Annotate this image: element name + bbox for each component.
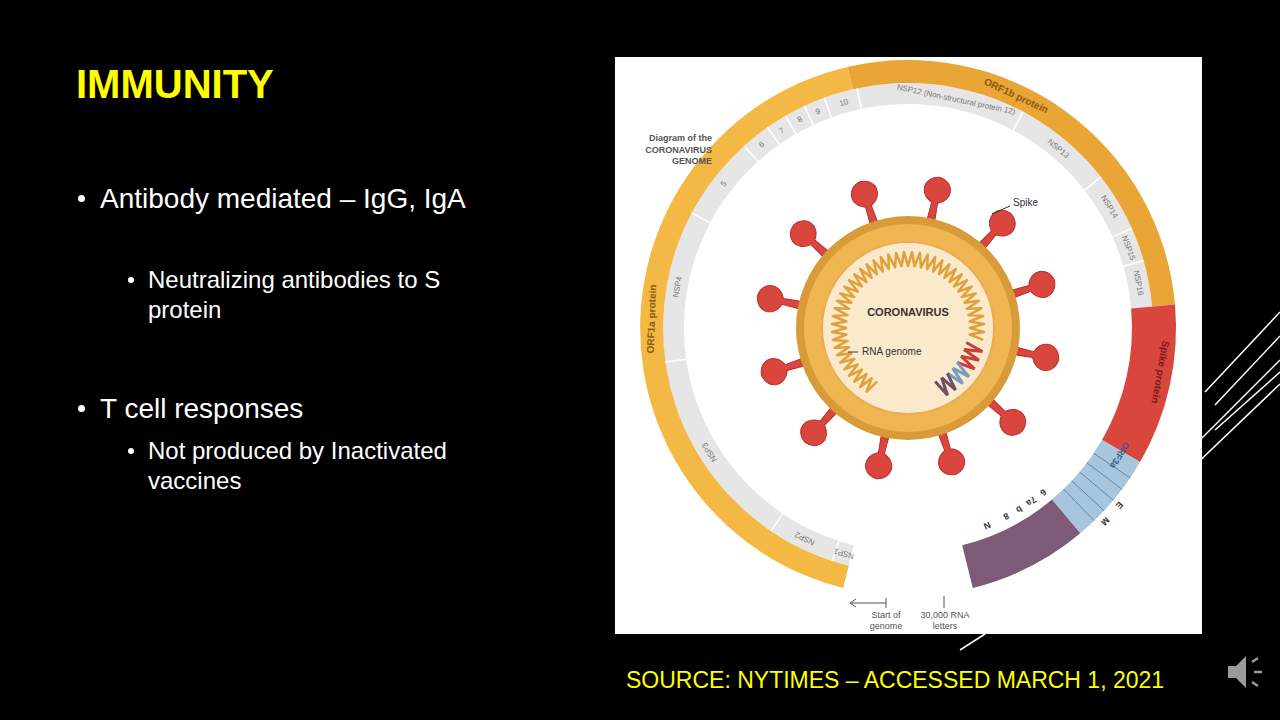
slide-title: IMMUNITY [76, 62, 274, 107]
n-band [962, 500, 1080, 588]
bullet-dot [128, 277, 134, 283]
bullet-text: T cell responses [100, 391, 495, 426]
rna-strand [832, 252, 984, 392]
node-label: CORONAVIRUS [867, 306, 949, 318]
rna-coil [935, 378, 947, 396]
segment-tick [824, 98, 831, 118]
segment-tick [857, 88, 861, 109]
bullet-dot [78, 405, 85, 412]
segment-tick [771, 514, 783, 531]
segment-tick [804, 106, 813, 125]
genome-end-label: 30,000 RNA letters [918, 610, 972, 632]
gene-tick [1080, 472, 1114, 500]
genome-start-label: Start of genome [858, 610, 914, 632]
virus-envelope [796, 216, 1020, 440]
rna-leader [848, 352, 858, 353]
spike-leader [992, 206, 1010, 214]
part-label: RNA genome [862, 346, 921, 357]
segment-tick [692, 213, 711, 223]
end-tick [944, 596, 945, 608]
figure-panel [615, 57, 1202, 634]
virus-membrane [804, 224, 1012, 432]
bullet-dot [128, 448, 134, 454]
part-label: Spike [1013, 197, 1038, 208]
segment-tick [786, 116, 797, 134]
virus-core: CORONAVIRUS [858, 298, 958, 326]
gene-tick [1064, 489, 1095, 521]
gene-tick [1072, 481, 1104, 511]
figure-heading: Diagram of the CORONAVIRUS GENOME [628, 133, 712, 168]
virus-core [822, 242, 994, 414]
decor-lines [960, 312, 1280, 650]
bullet-text: Antibody mediated – IgG, IgA [100, 181, 495, 216]
spike-band [1102, 305, 1176, 462]
segment-tick [1085, 177, 1102, 190]
bullet-dot [78, 195, 85, 202]
segment-tick [665, 359, 686, 362]
speaker-icon [1228, 656, 1262, 688]
sub-bullet-text: Not produced by Inactivated vaccines [148, 436, 493, 496]
start-arrow [850, 598, 886, 608]
nsp-band [663, 83, 1152, 566]
segment-tick [744, 146, 758, 162]
segment-tick [1123, 260, 1143, 266]
sub-bullet-text: Neutralizing antibodies to S protein [148, 265, 493, 325]
source-caption: SOURCE: NYTIMES – ACCESSED MARCH 1, 2021 [626, 667, 1164, 694]
